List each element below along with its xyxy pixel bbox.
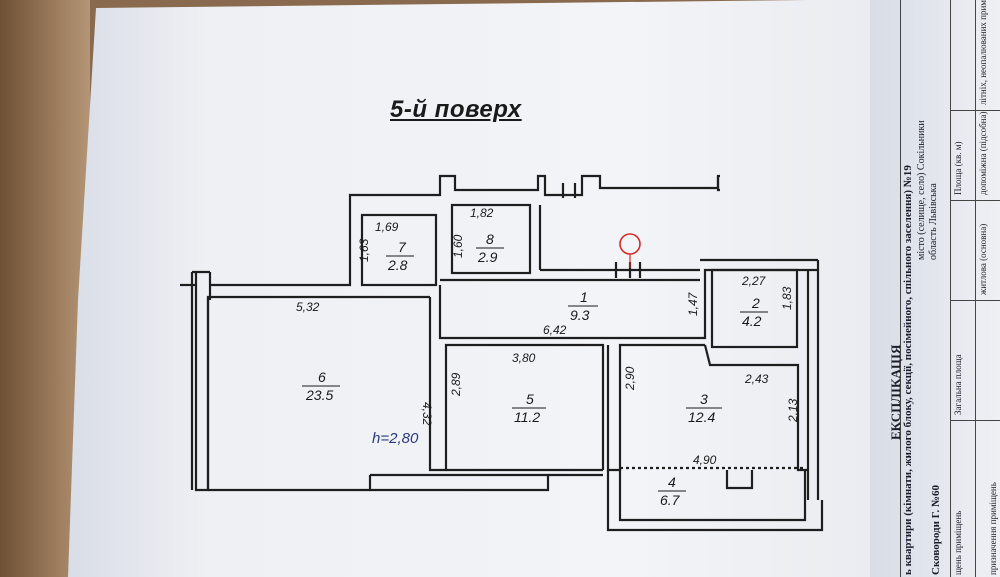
room-3-number: 3 <box>700 391 708 407</box>
explication-area-unit: Площа (кв. м) <box>953 141 963 195</box>
room-8-number: 8 <box>486 231 494 247</box>
room-7-number: 7 <box>398 239 407 255</box>
explication-line1: ь квартири (кімнати, жилого блоку, секці… <box>902 165 914 575</box>
room-4-area: 6.7 <box>660 492 681 508</box>
room-6-number: 6 <box>318 369 326 385</box>
explication-col-line <box>900 0 901 577</box>
room-2-area: 4.2 <box>742 313 762 329</box>
room-5-area: 11.2 <box>514 409 540 425</box>
room-8-area: 2.9 <box>477 249 498 265</box>
dim-1-63: 1,63 <box>357 238 371 262</box>
explication-rooms-col2: призначення приміщень <box>988 482 998 575</box>
explication-summer: літніх, неопалюваних приміщень <box>978 0 988 105</box>
paper-sheet <box>68 0 1000 577</box>
dim-1-82: 1,82 <box>470 206 494 220</box>
page-title: 5-й поверх <box>390 96 522 123</box>
explication-line2: місто (селище, село) Сокільники <box>916 120 927 260</box>
dim-6-42: 6,42 <box>543 323 567 337</box>
height-note: h=2,80 <box>372 430 419 447</box>
explication-aux: допоміжна (підсобна) <box>978 111 988 195</box>
room-1-number: 1 <box>580 289 588 305</box>
dim-4-32: 4,32 <box>420 402 434 426</box>
explication-rooms-col: щень приміщень <box>953 510 963 575</box>
room-6-area: 23.5 <box>305 387 333 403</box>
dim-2-90: 2,90 <box>623 366 637 391</box>
dim-3-80: 3,80 <box>512 351 536 365</box>
dim-2-13: 2,13 <box>786 398 800 423</box>
dim-1-47: 1,47 <box>686 291 700 316</box>
red-circle-mark <box>619 233 641 255</box>
dim-1-83: 1,83 <box>780 286 794 310</box>
room-3-area: 12.4 <box>688 409 715 425</box>
explication-living: житлова (основна) <box>978 223 988 295</box>
room-2-number: 2 <box>751 295 760 311</box>
dim-1-60: 1,60 <box>451 234 465 258</box>
explication-col-line <box>975 0 976 577</box>
explication-area-total: Загальна площа <box>953 354 963 415</box>
explication-line3: область Львівська <box>928 183 939 260</box>
dim-2-27: 2,27 <box>741 274 767 288</box>
dim-2-43: 2,43 <box>744 372 769 386</box>
explication-sheet: ЕКСПЛІКАЦІЯ ь квартири (кімнати, жилого … <box>870 0 1000 577</box>
explication-street: Сковороди Г. №60 <box>930 485 942 575</box>
room-7-area: 2.8 <box>387 257 408 273</box>
dim-2-89: 2,89 <box>449 372 463 397</box>
room-1-area: 9.3 <box>570 307 590 323</box>
dim-1-69: 1,69 <box>375 220 399 234</box>
explication-col-line <box>950 0 951 577</box>
room-5-number: 5 <box>526 391 534 407</box>
room-4-number: 4 <box>668 474 676 490</box>
dim-4-90: 4,90 <box>693 453 717 467</box>
dim-5-32: 5,32 <box>296 300 320 314</box>
